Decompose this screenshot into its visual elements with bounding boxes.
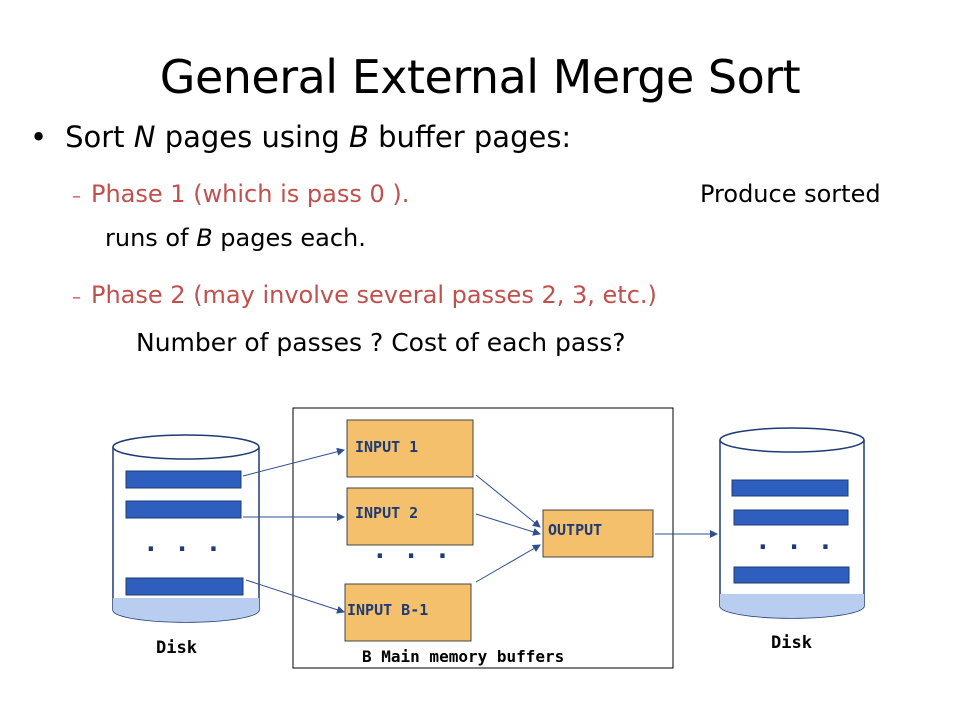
phase1-desc-b-b: B (196, 224, 213, 252)
memory-label: B Main memory buffers (362, 647, 564, 666)
bullet-suffix: buffer pages: (368, 120, 572, 154)
phase1-desc-b-suffix: pages each. (212, 224, 366, 252)
phase1-desc-a: Produce sorted (700, 180, 881, 208)
disk-page (733, 509, 849, 526)
disk-page (125, 500, 242, 519)
phase1-label: Phase 1 (which is pass 0 ). (91, 180, 410, 208)
input2-buffer (346, 487, 474, 546)
inputb-buffer (344, 583, 472, 642)
right-disk-label: Disk (771, 633, 812, 653)
arrow-input1-to-output (475, 474, 541, 528)
left-disk-label: Disk (156, 638, 197, 658)
arrow-disk-to-inputb (245, 579, 345, 614)
phase1-desc-b: runs of B pages each. (105, 224, 366, 252)
phase2-line: –Phase 2 (may involve several passes 2, … (72, 281, 657, 309)
dash-icon: – (72, 287, 81, 308)
buffer-ellipsis: . . . (372, 535, 450, 565)
disk-page (125, 470, 242, 489)
dash-icon: – (72, 186, 81, 207)
phase1-desc-b-prefix: runs of (105, 224, 197, 252)
bullet-n: N (133, 120, 156, 154)
question-line: Number of passes ? Cost of each pass? (136, 328, 626, 357)
inputb-label: INPUT B-1 (347, 601, 428, 619)
disk-page (731, 479, 849, 497)
phase2-label: Phase 2 (may involve several passes 2, 3… (91, 281, 657, 309)
arrow-input2-to-output (475, 513, 541, 536)
right-disk-ellipsis: . . . (755, 526, 833, 556)
right-disk: . . . (719, 427, 865, 619)
bullet-prefix: Sort (65, 120, 134, 154)
bullet-b: B (349, 120, 369, 154)
bullet-mid: pages using (155, 120, 350, 154)
bullet-dot-icon: • (30, 120, 48, 154)
output-buffer (542, 509, 654, 558)
left-disk: . . . (112, 434, 260, 623)
disk-page (733, 566, 850, 584)
memory-box (292, 407, 674, 669)
input1-buffer (346, 419, 474, 478)
disk-page (125, 577, 244, 596)
output-label: OUTPUT (548, 521, 602, 539)
phase1-line: –Phase 1 (which is pass 0 ). (72, 180, 409, 208)
input1-label: INPUT 1 (355, 438, 418, 456)
main-bullet: • Sort N pages using B buffer pages: (30, 120, 571, 154)
slide-title: General External Merge Sort (159, 50, 801, 104)
arrow-inputb-to-output (475, 544, 541, 583)
arrow-disk-to-input1 (242, 447, 345, 477)
input2-label: INPUT 2 (355, 504, 418, 522)
left-disk-ellipsis: . . . (143, 528, 221, 558)
